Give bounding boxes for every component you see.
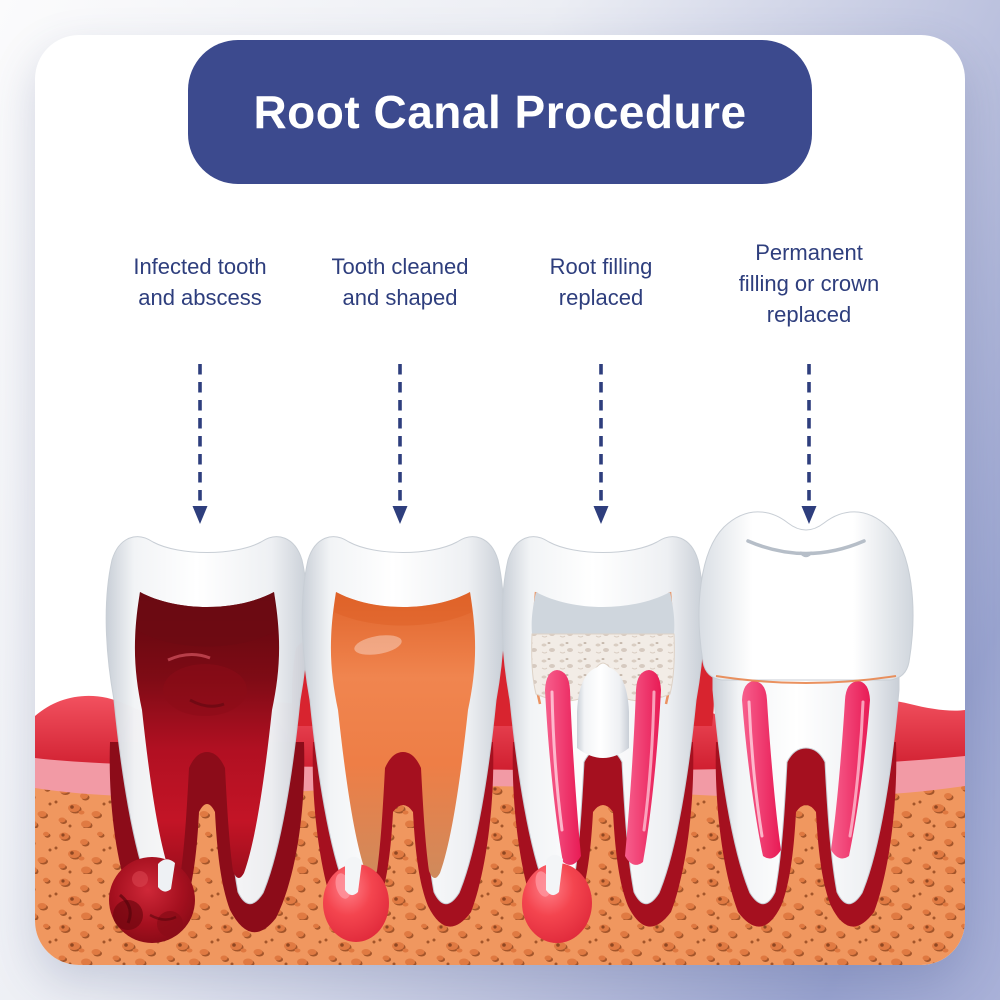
pulp-texture	[163, 664, 247, 716]
occlusal-groove	[799, 551, 813, 558]
step-label-line: and abscess	[138, 285, 262, 310]
root-tip	[158, 859, 175, 892]
tooth-2-orange-filling	[330, 592, 476, 879]
step-label-line: replaced	[558, 285, 644, 310]
tooth-3-arch	[577, 666, 629, 758]
tooth-1-infected	[105, 536, 309, 933]
root-tip	[546, 854, 563, 896]
step-label-root-filling: Root filling replaced	[486, 251, 716, 313]
step-label-infected-tooth: Infected tooth and abscess	[85, 251, 315, 313]
page-title: Root Canal Procedure	[253, 86, 747, 138]
pulp-shadow-line	[189, 698, 225, 708]
title-banner: Root Canal Procedure	[188, 40, 812, 184]
filling-highlight	[642, 690, 656, 832]
cervical-line	[715, 675, 897, 684]
filling-highlight	[550, 690, 564, 832]
tooth-3-root-filling	[501, 536, 705, 943]
temporary-filling-gray	[531, 592, 675, 634]
filling-highlight	[747, 700, 764, 838]
occlusal-groove	[746, 539, 866, 556]
step-label-line: and shaped	[342, 285, 458, 310]
down-arrow-2	[392, 364, 408, 524]
step-label-line: replaced	[766, 302, 852, 327]
down-arrow-3	[593, 364, 609, 524]
step-label-line: Tooth cleaned	[331, 254, 469, 279]
step-label-line: Root filling	[549, 254, 653, 279]
step-arrows	[192, 364, 817, 524]
root-filling-left	[742, 681, 781, 859]
tooth-4-crown	[698, 511, 914, 927]
root-tip	[345, 856, 362, 896]
infographic-card: Root Canal Procedure Infected tooth and …	[35, 35, 965, 965]
pulp-glint	[167, 653, 211, 662]
filling-rim	[334, 592, 472, 626]
filling-highlight	[848, 700, 865, 838]
step-label-tooth-cleaned: Tooth cleaned and shaped	[285, 251, 515, 313]
root-filling-right	[831, 681, 870, 859]
pulp-dark-zone	[137, 592, 277, 647]
step-label-permanent-filling: Permanent filling or crown replaced	[694, 237, 924, 330]
step-label-line: Permanent	[755, 240, 863, 265]
down-arrow-1	[192, 364, 208, 524]
teeth-illustration	[35, 364, 965, 965]
step-label-line: Infected tooth	[133, 254, 267, 279]
tooth-2-cleaned	[301, 536, 505, 942]
tooth-1-infected-pulp	[134, 592, 280, 879]
step-label-line: filling or crown	[738, 271, 880, 296]
crown-cap	[698, 511, 914, 681]
abscess	[109, 857, 195, 943]
filling-glint	[354, 635, 402, 655]
down-arrow-4	[801, 364, 817, 524]
